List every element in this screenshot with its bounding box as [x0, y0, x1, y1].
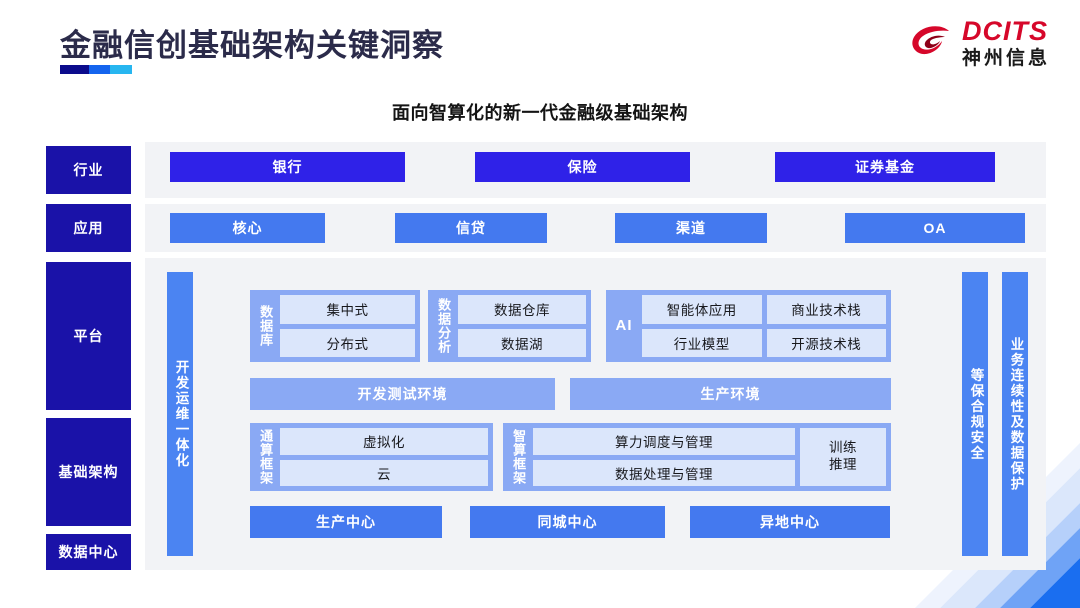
accent-segment-navy [60, 65, 89, 74]
pillar-devops[interactable]: 开发运维一体化 [167, 272, 193, 556]
layer-label-platform: 平台 [46, 262, 131, 410]
group-label-intelligent-compute: 智算框架 [511, 429, 527, 485]
datacenter-box-metro[interactable]: 同城中心 [470, 506, 665, 538]
application-box-core[interactable]: 核心 [170, 213, 325, 243]
pillar-compliance-security[interactable]: 等保合规安全 [962, 272, 988, 556]
accent-segment-cyan [110, 65, 132, 74]
industry-box-securities-fund[interactable]: 证券基金 [775, 152, 995, 182]
cell-data-warehouse[interactable]: 数据仓库 [458, 295, 586, 324]
layer-label-application: 应用 [46, 204, 131, 252]
band-production-environment[interactable]: 生产环境 [570, 378, 891, 410]
platform-infrastructure-panel: 开发运维一体化 等保合规安全 业务连续性及数据保护 数据库 集中式 分布式 数据… [145, 258, 1046, 570]
industry-row-panel: 银行 保险 证券基金 [145, 142, 1046, 198]
group-ai[interactable]: AI 智能体应用 商业技术栈 行业模型 开源技术栈 [606, 290, 891, 362]
industry-box-bank[interactable]: 银行 [170, 152, 405, 182]
layer-label-datacenter: 数据中心 [46, 534, 131, 570]
cell-cloud[interactable]: 云 [280, 459, 488, 486]
cell-distributed[interactable]: 分布式 [280, 328, 415, 357]
title-accent-rule [60, 65, 132, 74]
cell-commercial-tech-stack[interactable]: 商业技术栈 [766, 295, 886, 324]
layer-label-column: 行业 应用 平台 基础架构 数据中心 [46, 142, 131, 570]
cell-compute-scheduling[interactable]: 算力调度与管理 [533, 428, 795, 455]
application-box-credit[interactable]: 信贷 [395, 213, 547, 243]
architecture-diagram: 行业 应用 平台 基础架构 数据中心 银行 保险 证券基金 核心 信贷 渠道 O… [46, 142, 1046, 570]
group-label-database: 数据库 [258, 305, 274, 347]
group-general-compute-framework[interactable]: 通算框架 虚拟化 云 [250, 423, 493, 491]
industry-box-insurance[interactable]: 保险 [475, 152, 690, 182]
pillar-business-continuity[interactable]: 业务连续性及数据保护 [1002, 272, 1028, 556]
application-row-panel: 核心 信贷 渠道 OA [145, 204, 1046, 252]
application-box-oa[interactable]: OA [845, 213, 1025, 243]
cell-training-inference-label: 训练推理 [829, 440, 857, 472]
cell-centralized[interactable]: 集中式 [280, 295, 415, 324]
slide-subtitle: 面向智算化的新一代金融级基础架构 [392, 103, 688, 123]
cell-opensource-tech-stack[interactable]: 开源技术栈 [766, 328, 886, 357]
datacenter-box-remote[interactable]: 异地中心 [690, 506, 890, 538]
logo-wordmark-en: DCITS [961, 16, 1048, 46]
dcits-logo: DCITS 神州信息 [907, 18, 1050, 68]
group-intelligent-compute-framework[interactable]: 智算框架 算力调度与管理 数据处理与管理 训练推理 [503, 423, 891, 491]
group-label-ai: AI [615, 316, 633, 334]
application-box-channel[interactable]: 渠道 [615, 213, 767, 243]
layer-label-industry: 行业 [46, 146, 131, 194]
cell-industry-model[interactable]: 行业模型 [642, 328, 762, 357]
cell-agent-application[interactable]: 智能体应用 [642, 295, 762, 324]
cell-data-lake[interactable]: 数据湖 [458, 328, 586, 357]
logo-wordmark-cn: 神州信息 [961, 48, 1050, 69]
accent-segment-blue [88, 65, 111, 74]
layer-label-infrastructure: 基础架构 [46, 418, 131, 526]
band-dev-test-environment[interactable]: 开发测试环境 [250, 378, 555, 410]
slide-header: 金融信创基础架构关键洞察 DCITS 神州信息 [0, 0, 1080, 92]
group-label-general-compute: 通算框架 [258, 429, 274, 485]
cell-data-processing[interactable]: 数据处理与管理 [533, 459, 795, 486]
datacenter-box-production[interactable]: 生产中心 [250, 506, 442, 538]
cell-virtualization[interactable]: 虚拟化 [280, 428, 488, 455]
group-data-analytics[interactable]: 数据分析 数据仓库 数据湖 [428, 290, 591, 362]
cell-training-inference[interactable]: 训练推理 [800, 428, 886, 486]
group-database[interactable]: 数据库 集中式 分布式 [250, 290, 420, 362]
dcits-swirl-icon [907, 19, 955, 67]
page-title: 金融信创基础架构关键洞察 [60, 28, 444, 63]
group-label-data-analytics: 数据分析 [436, 298, 452, 354]
